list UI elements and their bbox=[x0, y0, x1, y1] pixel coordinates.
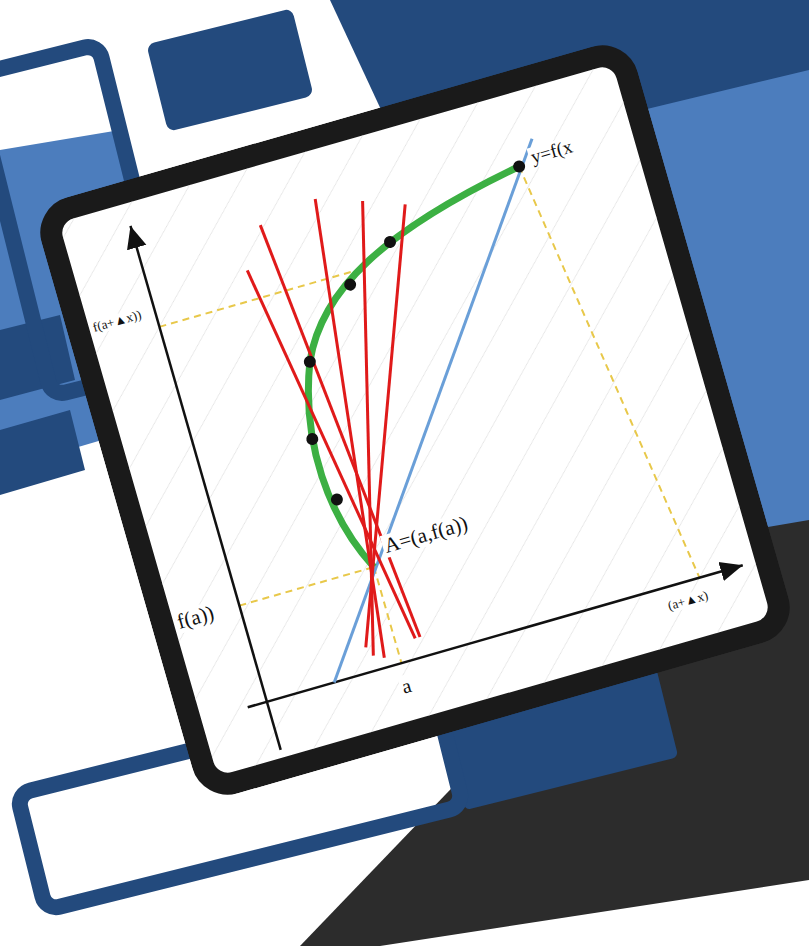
secant-line bbox=[205, 139, 661, 683]
dark-blue-square bbox=[146, 8, 313, 132]
secant-red-lines bbox=[233, 176, 523, 665]
y-axis bbox=[130, 226, 280, 750]
dark-blue-stripe bbox=[0, 410, 85, 495]
paper-texture bbox=[59, 64, 771, 776]
black-frame bbox=[45, 50, 785, 790]
guide-lines bbox=[144, 150, 699, 702]
curve bbox=[255, 166, 615, 573]
curve-points bbox=[248, 159, 601, 509]
x-axis bbox=[248, 565, 743, 707]
